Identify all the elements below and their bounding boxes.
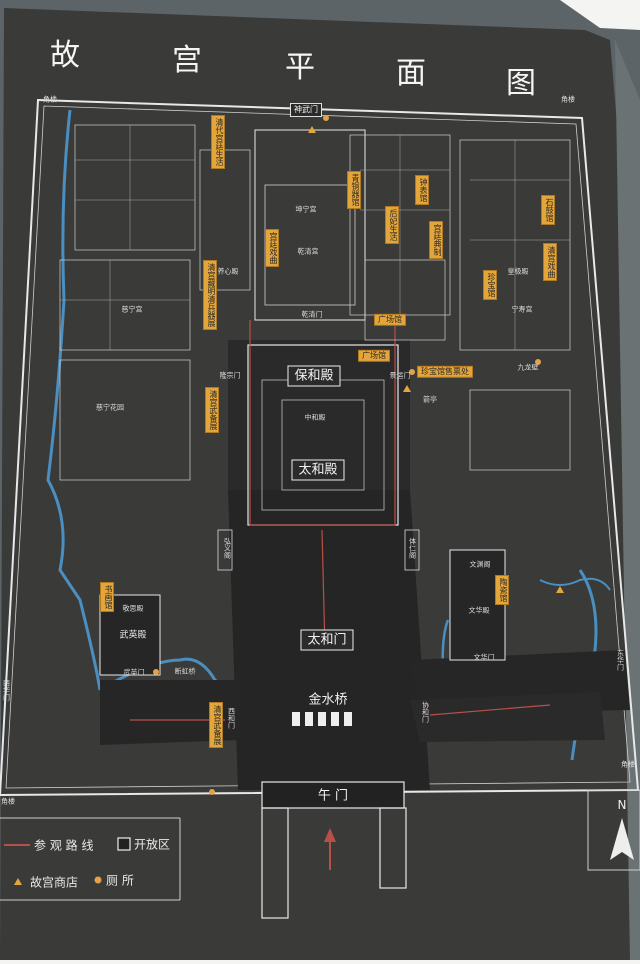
title-char-5: 图 xyxy=(506,66,536,101)
exhibit-tag-weapons: 清宫藏明清兵器展 xyxy=(204,261,216,329)
corner-tower-se: 角楼 xyxy=(621,760,635,769)
compass-north-label: N xyxy=(617,798,627,812)
hall-preserving-harmony: 保和殿 xyxy=(287,365,341,387)
hall-wenyuan: 文渊阁 xyxy=(469,560,491,569)
nine-dragon-screen: 九龙壁 xyxy=(517,363,539,372)
exhibit-tag-ceremony: 清宫武备展 xyxy=(210,703,222,747)
legend-shop-label: 故宫商店 xyxy=(30,875,79,890)
hall-qianqing: 乾清宫 xyxy=(297,247,319,256)
hall-supreme-harmony: 太和殿 xyxy=(291,459,345,481)
gate-wuying: 武英门 xyxy=(123,668,145,677)
exhibit-tag-treasure: 珍宝馆 xyxy=(484,271,496,299)
gate-east-glory: 东华门 xyxy=(616,649,625,671)
exhibit-tag-bronze: 青铜器馆 xyxy=(348,172,360,208)
exhibit-tag-concubines: 后妃生活 xyxy=(386,207,398,243)
legend-toilet-label: 厕 所 xyxy=(106,873,134,888)
duanhong-bridge: 断虹桥 xyxy=(174,667,196,676)
corner-tower-nw: 角楼 xyxy=(43,95,57,104)
legend-open-area-label: 开放区 xyxy=(134,837,171,852)
exhibit-tag-opera-east: 清宫戏曲 xyxy=(544,244,556,280)
title-char-4: 面 xyxy=(396,56,426,91)
exhibit-tag-opera: 宫廷戏曲 xyxy=(266,230,278,266)
exhibit-tag-plaza: 广场馆 xyxy=(359,350,389,362)
exhibit-tag-ritual: 宫廷典制 xyxy=(430,222,442,258)
hall-jingsi: 敬思殿 xyxy=(122,604,144,613)
jianting: 箭亭 xyxy=(423,395,437,404)
hall-hongyi: 弘义阁 xyxy=(223,537,232,559)
corner-tower-ne: 角楼 xyxy=(561,95,575,104)
gate-supreme-harmony: 太和门 xyxy=(300,629,354,651)
gate-divine-might: 神武门 xyxy=(290,103,322,117)
exhibit-tag-qing-life: 清代宫廷生活 xyxy=(212,116,224,168)
gate-qianqing: 乾清门 xyxy=(301,310,323,319)
hall-central-harmony: 中和殿 xyxy=(304,413,326,422)
gate-meridian: 午 门 xyxy=(317,788,349,804)
exhibit-tag-stone-drum: 石鼓馆 xyxy=(542,196,554,224)
legend-route-label: 参 观 路 线 xyxy=(34,838,94,853)
exhibit-tag-ceramics: 陶瓷馆 xyxy=(496,576,508,604)
exhibit-tag-painting: 书画馆 xyxy=(101,583,113,611)
hall-ningshou: 宁寿宫 xyxy=(511,305,533,314)
exhibit-tag-square: 广场馆 xyxy=(375,314,405,326)
exhibit-tag-clock: 钟表馆 xyxy=(416,176,428,204)
gate-xihe: 西和门 xyxy=(227,707,236,729)
gate-wenhua: 文华门 xyxy=(473,653,495,662)
corner-tower-sw: 角楼 xyxy=(1,797,15,806)
hall-kunning: 坤宁宫 xyxy=(295,205,317,214)
hall-wuying: 武英殿 xyxy=(119,630,147,641)
title-char-3: 平 xyxy=(285,50,315,85)
title-char-1: 故 xyxy=(50,38,80,73)
hall-cining: 慈宁宫 xyxy=(121,305,143,314)
gate-jingyun: 景运门 xyxy=(389,371,411,380)
cining-garden: 慈宁花园 xyxy=(96,403,124,412)
exhibit-tag-treasure-tickets: 珍宝馆售票处 xyxy=(418,366,472,378)
exhibit-tag-armory: 清宫武备展 xyxy=(206,388,218,432)
hall-huangji: 皇极殿 xyxy=(507,267,529,276)
gate-west-glory: 西华门 xyxy=(2,679,11,701)
gate-longzong: 隆宗门 xyxy=(219,371,241,380)
hall-wenhua: 文华殿 xyxy=(468,606,490,615)
hall-tiren: 体仁阁 xyxy=(408,537,417,559)
hall-yangxin: 养心殿 xyxy=(217,267,239,276)
title-char-2: 宫 xyxy=(172,43,202,78)
bridge-jinshui: 金水桥 xyxy=(308,692,348,708)
gate-xiehe: 协和门 xyxy=(421,701,430,723)
